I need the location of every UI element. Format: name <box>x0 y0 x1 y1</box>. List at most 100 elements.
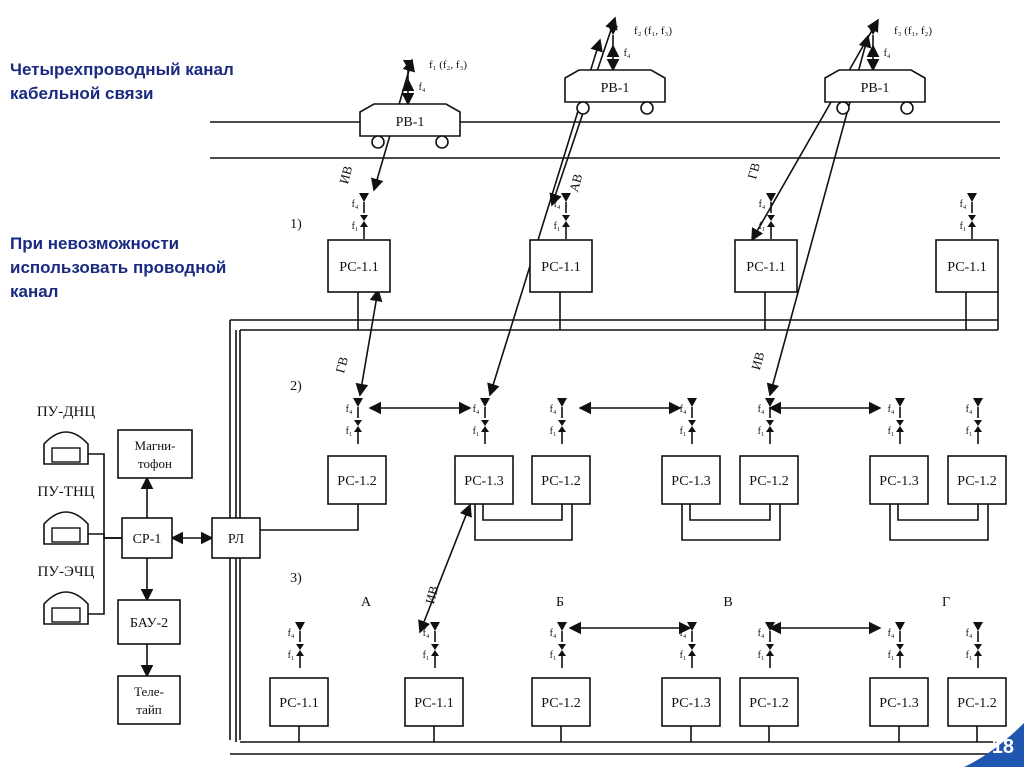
row2-7-arrow-icon <box>974 420 982 426</box>
vehicle-body <box>824 69 926 103</box>
row3-unit-1-box <box>269 677 329 727</box>
control-console-screen <box>51 607 81 623</box>
vehicle-body <box>564 69 666 103</box>
row2-unit-1-box <box>327 455 387 505</box>
row3-unit-5-label: РС-1.2 <box>749 696 788 711</box>
row2-3-arrow-icon <box>558 426 566 432</box>
bau-unit-box <box>117 599 181 645</box>
vehicle-freq-bottom: f₄ <box>884 48 891 59</box>
row3-1-arrow-icon <box>296 644 304 650</box>
link-label-3: ГВ <box>744 161 763 181</box>
vehicle-wheel <box>435 135 449 149</box>
vehicle-wheel <box>900 101 914 115</box>
row2-unit-3-label: РС-1.2 <box>541 474 580 489</box>
row1-unit-1-label: РС-1.1 <box>339 260 378 275</box>
vehicle-freq-top: f₃ (f₁, f₂) <box>894 25 932 37</box>
row2-unit-6-label: РС-1.3 <box>879 474 918 489</box>
row2-unit-6-box <box>869 455 929 505</box>
row2-4-freq-b: f₁ <box>680 426 687 437</box>
vehicle-antenna-icon <box>403 60 413 69</box>
link-label-1: ИВ <box>336 164 355 186</box>
row3-4-freq-b: f₁ <box>680 650 687 661</box>
row3-1-antenna-icon <box>295 622 305 631</box>
row3-3-arrow-icon <box>558 644 566 650</box>
row2-pair-link <box>482 504 563 521</box>
row1-1-freq-a: f₄ <box>352 199 359 210</box>
radio-link-iv3 <box>418 503 472 634</box>
console-link <box>88 537 122 615</box>
slide-badge-shape <box>964 723 1024 767</box>
vehicle-wheel <box>640 101 654 115</box>
row2-2-arrow-icon <box>481 426 489 432</box>
row3-1-arrow-icon <box>296 650 304 656</box>
vehicle-label: РВ-1 <box>861 81 890 96</box>
row2-unit-2-label: РС-1.3 <box>464 474 503 489</box>
row1-4-arrow-icon <box>968 221 976 227</box>
vehicle-freq-bottom: f₄ <box>419 82 426 93</box>
row1-3-arrow-icon <box>767 221 775 227</box>
row2-unit-2-box <box>454 455 514 505</box>
row1-unit-4-label: РС-1.1 <box>947 260 986 275</box>
row3-5-arrow-icon <box>766 644 774 650</box>
row2-6-arrow-icon <box>896 426 904 432</box>
row3-unit-6-label: РС-1.3 <box>879 696 918 711</box>
row3-unit-2-box <box>404 677 464 727</box>
row3-7-antenna-icon <box>973 622 983 631</box>
row2-6-freq-a: f₄ <box>888 404 895 415</box>
vehicle-freq-top: f₂ (f₁, f₃) <box>634 25 672 37</box>
row2-unit-5-box <box>739 455 799 505</box>
row2-1-antenna-icon <box>353 398 363 407</box>
row3-4-antenna-icon <box>687 622 697 631</box>
radio-link-gv2 <box>355 288 383 397</box>
control-unit-label-1: ПУ-ДНЦ <box>37 404 96 420</box>
row1-4-freq-a: f₄ <box>960 199 967 210</box>
fallback-caption-line3: канал <box>10 282 59 301</box>
row3-unit-7-box <box>947 677 1007 727</box>
link-label-4: ГВ <box>332 355 351 375</box>
slide-number-badge: 18 <box>964 723 1024 767</box>
row3-unit-3-label: РС-1.2 <box>541 696 580 711</box>
row2-6-arrow-icon <box>896 420 904 426</box>
row3-unit-3-box <box>531 677 591 727</box>
row1-unit-2-label: РС-1.1 <box>541 260 580 275</box>
row1-unit-2-box <box>529 239 593 293</box>
vehicle-antenna-icon <box>608 26 618 35</box>
recorder-label-1: Магни- <box>135 438 176 453</box>
vehicle-wheel <box>576 101 590 115</box>
row2-pair-link <box>889 504 989 541</box>
vehicle-wheel <box>836 101 850 115</box>
row3-unit-4-label: РС-1.3 <box>671 696 710 711</box>
row3-1-freq-b: f₁ <box>288 650 295 661</box>
row2-4-arrow-icon <box>688 426 696 432</box>
row2-pair-link <box>689 504 771 521</box>
row1-4-arrow-icon <box>968 215 976 221</box>
row2-2-antenna-icon <box>480 398 490 407</box>
row2-unit-7-label: РС-1.2 <box>957 474 996 489</box>
row1-4-antenna-icon <box>967 193 977 202</box>
row3-5-freq-a: f₄ <box>758 628 765 639</box>
row2-3-arrow-icon <box>558 420 566 426</box>
row1-1-arrow-icon <box>360 221 368 227</box>
row3-2-antenna-icon <box>430 622 440 631</box>
row3-unit-7-label: РС-1.2 <box>957 696 996 711</box>
row2-unit-4-box <box>661 455 721 505</box>
row3-6-freq-a: f₄ <box>888 628 895 639</box>
vehicle-wheel <box>371 135 385 149</box>
row1-3-arrow-icon <box>767 215 775 221</box>
recorder-label-2: тофон <box>138 456 172 471</box>
row2-pair-link <box>681 504 781 541</box>
row3-unit-2-label: РС-1.1 <box>414 696 453 711</box>
row2-2-freq-b: f₁ <box>473 426 480 437</box>
section-label-4: Г <box>942 595 950 610</box>
row1-4-freq-b: f₁ <box>960 221 967 232</box>
row2-2-arrow-icon <box>481 420 489 426</box>
row2-5-arrow-icon <box>766 426 774 432</box>
cable-channel-caption-line2: кабельной связи <box>10 84 154 103</box>
row3-5-freq-b: f₁ <box>758 650 765 661</box>
row3-5-arrow-icon <box>766 650 774 656</box>
link-label-2: АВ <box>566 172 585 194</box>
row1-2-freq-a: f₄ <box>554 199 561 210</box>
row3-4-arrow-icon <box>688 650 696 656</box>
row-label-2: 2) <box>290 379 302 394</box>
bau-unit-label: БАУ-2 <box>130 616 168 631</box>
